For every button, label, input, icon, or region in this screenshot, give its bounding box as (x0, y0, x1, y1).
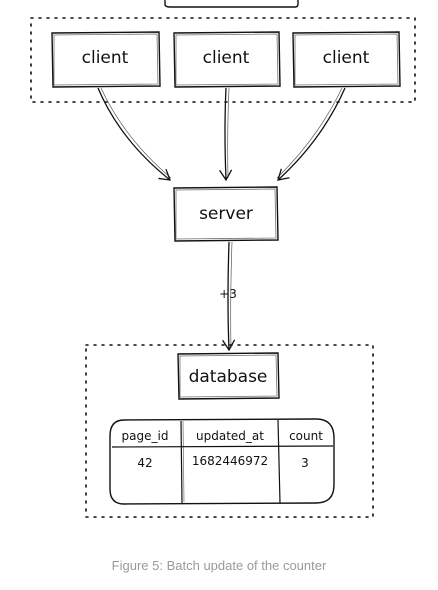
client-3-label: client (323, 48, 370, 68)
client-node-2: client (173, 31, 281, 88)
table-cell-updated-at: 1682446972 (192, 454, 268, 468)
server-label: server (199, 204, 253, 224)
arrow-client2-server (219, 87, 233, 182)
clients-group-boundary (30, 17, 416, 103)
client-1-label: client (82, 48, 129, 68)
database-node: database (177, 352, 280, 400)
arrow-client3-server (276, 87, 346, 181)
table-header-page-id: page_id (122, 429, 169, 443)
database-group-boundary (85, 344, 374, 518)
table-cell-page-id: 42 (137, 456, 152, 470)
table-header-count: count (289, 429, 323, 443)
database-label: database (189, 367, 268, 387)
top-partial-box (164, 0, 299, 8)
arrow-server-database: +3 (219, 241, 237, 352)
edge-label: +3 (219, 287, 237, 301)
table-cell-count: 3 (301, 456, 309, 470)
table-header-updated-at: updated_at (196, 429, 264, 443)
client-node-3: client (292, 31, 401, 88)
client-2-label: client (203, 48, 250, 68)
database-table: page_id updated_at count 42 1682446972 3 (109, 418, 335, 505)
arrow-client1-server (97, 87, 172, 181)
client-node-1: client (51, 31, 161, 88)
figure-caption: Figure 5: Batch update of the counter (111, 558, 327, 573)
server-node: server (173, 186, 279, 242)
